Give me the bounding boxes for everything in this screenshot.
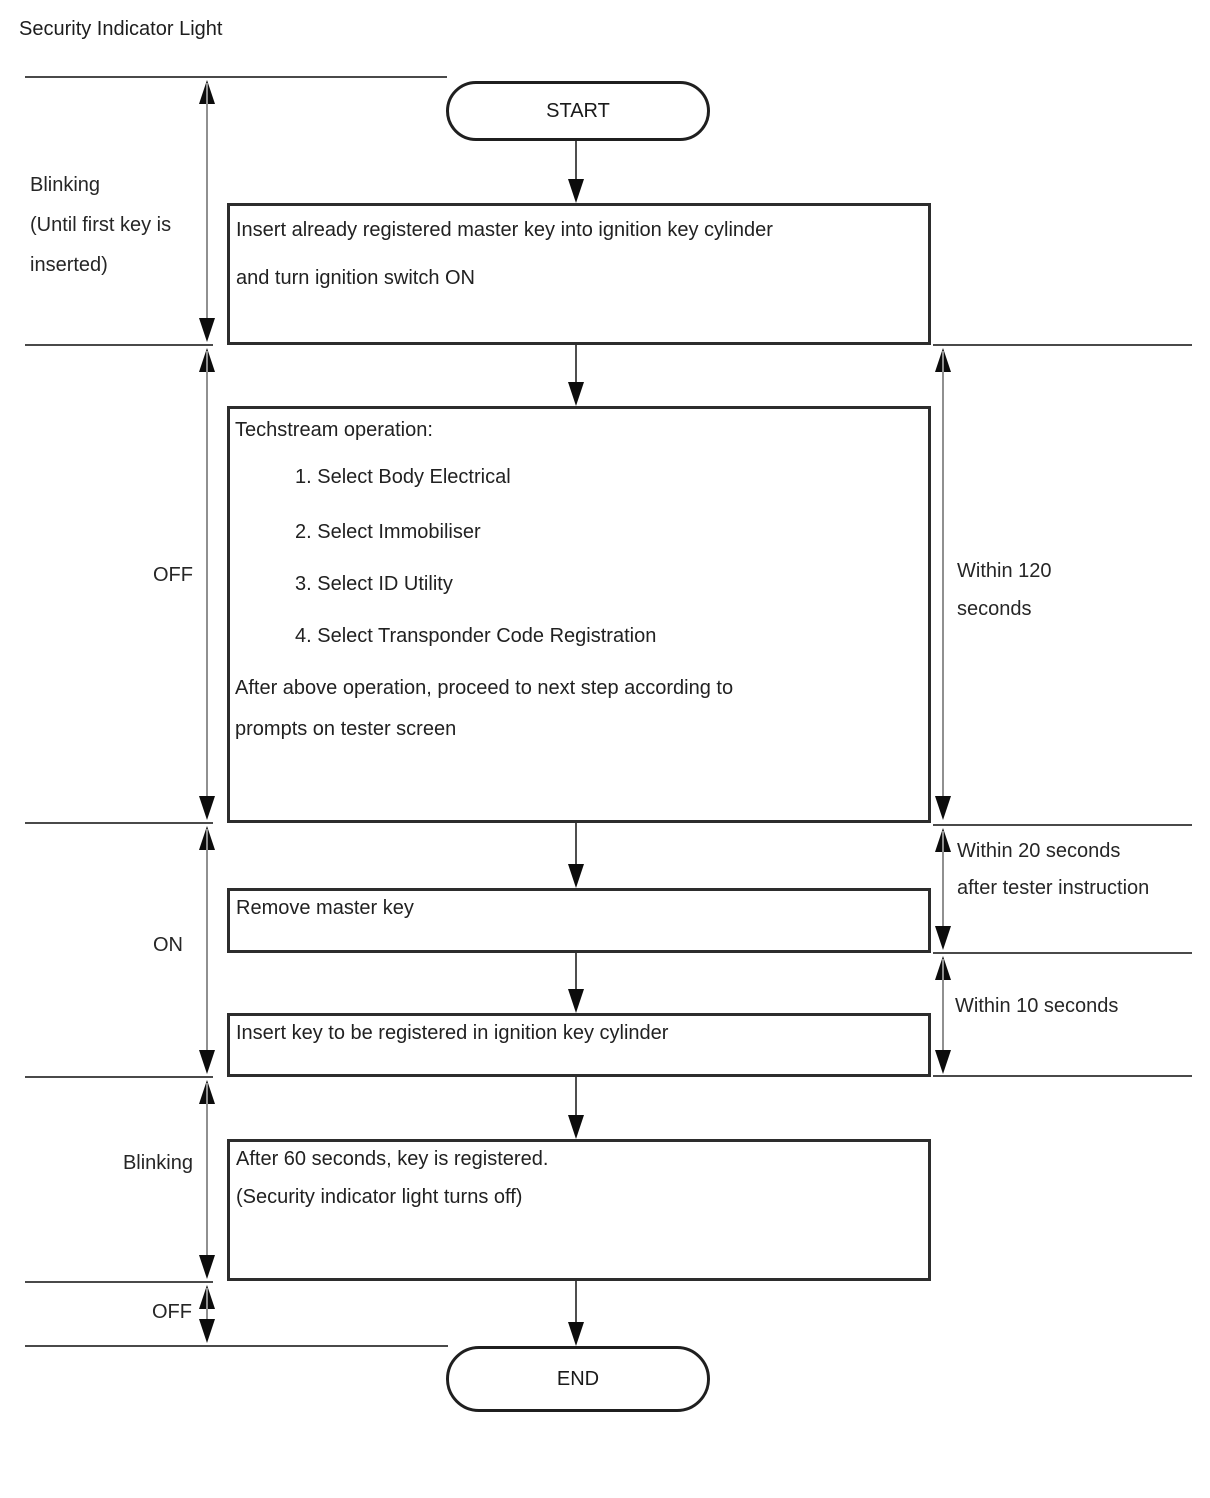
flow-arrow-registered-to-end	[568, 1281, 584, 1346]
divider-line-left-3	[25, 822, 213, 824]
arrow-line	[206, 1083, 208, 1276]
key-registered-box: After 60 seconds, key is registered. (Se…	[227, 1139, 931, 1281]
arrow-line	[942, 959, 944, 1071]
arrow-line	[575, 1281, 577, 1338]
page-title: Security Indicator Light	[19, 18, 223, 40]
arrow-down-head	[935, 796, 951, 820]
remove-master-key-box: Remove master key	[227, 888, 931, 953]
step1-line-1: Insert already registered master key int…	[236, 219, 773, 241]
techstream-item-1: 1. Select Body Electrical	[295, 466, 511, 488]
arrow-down-head	[568, 1115, 584, 1139]
state-label-blinking-2: Blinking	[122, 1152, 193, 1174]
divider-line-right-3	[933, 952, 1192, 954]
timing-label-within-120: Within 120 seconds	[957, 559, 1052, 621]
arrow-line	[942, 351, 944, 817]
divider-line-right-2	[933, 824, 1192, 826]
state-label-on: ON	[153, 934, 183, 956]
techstream-box: Techstream operation: 1. Select Body Ele…	[227, 406, 931, 823]
end-node: END	[446, 1346, 710, 1412]
arrow-line	[206, 83, 208, 339]
arrow-down-head	[568, 989, 584, 1013]
double-arrow-blinking-2	[199, 1080, 215, 1279]
state-label-blinking-until-first-key: Blinking (Until first key is inserted)	[30, 173, 171, 277]
arrow-line	[575, 822, 577, 880]
arrow-down-head	[568, 864, 584, 888]
timing-label-line: seconds	[957, 598, 1032, 620]
double-arrow-blinking-until-first-key	[199, 80, 215, 342]
arrow-down-head	[568, 1322, 584, 1346]
techstream-item-4: 4. Select Transponder Code Registration	[295, 625, 657, 647]
double-arrow-off-1	[199, 348, 215, 820]
remove-master-key-label: Remove master key	[236, 897, 414, 919]
insert-key-label: Insert key to be registered in ignition …	[236, 1022, 669, 1044]
arrow-line	[575, 140, 577, 195]
step1-box: Insert already registered master key int…	[227, 203, 931, 345]
arrow-line	[575, 953, 577, 1005]
arrow-down-head	[568, 179, 584, 203]
timing-label-line: Within 120	[957, 560, 1052, 582]
step1-line-2: and turn ignition switch ON	[236, 267, 476, 289]
divider-line-top	[25, 76, 447, 78]
arrow-down-head	[199, 1255, 215, 1279]
key-registered-line-1: After 60 seconds, key is registered.	[236, 1148, 549, 1170]
arrow-down-head	[199, 796, 215, 820]
double-arrow-off-2	[199, 1285, 215, 1343]
double-arrow-within-10	[935, 956, 951, 1074]
techstream-item-2: 2. Select Immobiliser	[295, 521, 481, 543]
techstream-note-line-2: prompts on tester screen	[235, 718, 457, 740]
techstream-item-3: 3. Select ID Utility	[295, 573, 453, 595]
techstream-heading: Techstream operation:	[235, 419, 433, 441]
flow-arrow-remove-key-to-insert-key	[568, 953, 584, 1013]
timing-label-line: after tester instruction	[957, 877, 1150, 899]
divider-line-left-5	[25, 1281, 213, 1283]
arrow-down-head	[935, 1050, 951, 1074]
timing-label-line: Within 20 seconds	[957, 840, 1121, 862]
divider-line-right-4	[933, 1075, 1192, 1077]
flow-arrow-techstream-to-remove-key	[568, 822, 584, 888]
divider-line-left-4	[25, 1076, 213, 1078]
flow-arrow-start-to-step1	[568, 140, 584, 203]
techstream-note-line-1: After above operation, proceed to next s…	[235, 677, 734, 699]
arrow-line	[575, 345, 577, 398]
end-node-label: END	[556, 1367, 600, 1390]
arrow-down-head	[199, 1319, 215, 1343]
double-arrow-within-120	[935, 348, 951, 820]
flow-arrow-step1-to-techstream	[568, 345, 584, 406]
divider-line-bottom	[25, 1345, 448, 1347]
arrow-line	[206, 829, 208, 1071]
insert-key-box: Insert key to be registered in ignition …	[227, 1013, 931, 1077]
timing-label-within-20: Within 20 seconds after tester instructi…	[957, 839, 1149, 900]
arrow-down-head	[199, 1050, 215, 1074]
arrow-down-head	[568, 382, 584, 406]
arrow-line	[206, 1288, 208, 1340]
timing-label-within-10: Within 10 seconds	[955, 995, 1119, 1017]
key-registered-line-2: (Security indicator light turns off)	[236, 1186, 523, 1208]
state-label-line: inserted)	[30, 254, 108, 276]
arrow-line	[942, 831, 944, 947]
arrow-down-head	[199, 318, 215, 342]
double-arrow-within-20	[935, 828, 951, 950]
state-label-line: Blinking	[30, 174, 101, 196]
divider-line-right-1	[933, 344, 1192, 346]
start-node-label: START	[546, 99, 610, 122]
start-node: START	[446, 81, 710, 141]
arrow-line	[575, 1077, 577, 1131]
arrow-down-head	[935, 926, 951, 950]
state-label-off-2: OFF	[152, 1301, 192, 1323]
divider-line-left-2	[25, 344, 213, 346]
double-arrow-on	[199, 826, 215, 1074]
flow-arrow-insert-key-to-registered	[568, 1077, 584, 1139]
arrow-line	[206, 351, 208, 817]
state-label-line: (Until first key is	[30, 214, 172, 236]
state-label-off-1: OFF	[153, 564, 193, 586]
